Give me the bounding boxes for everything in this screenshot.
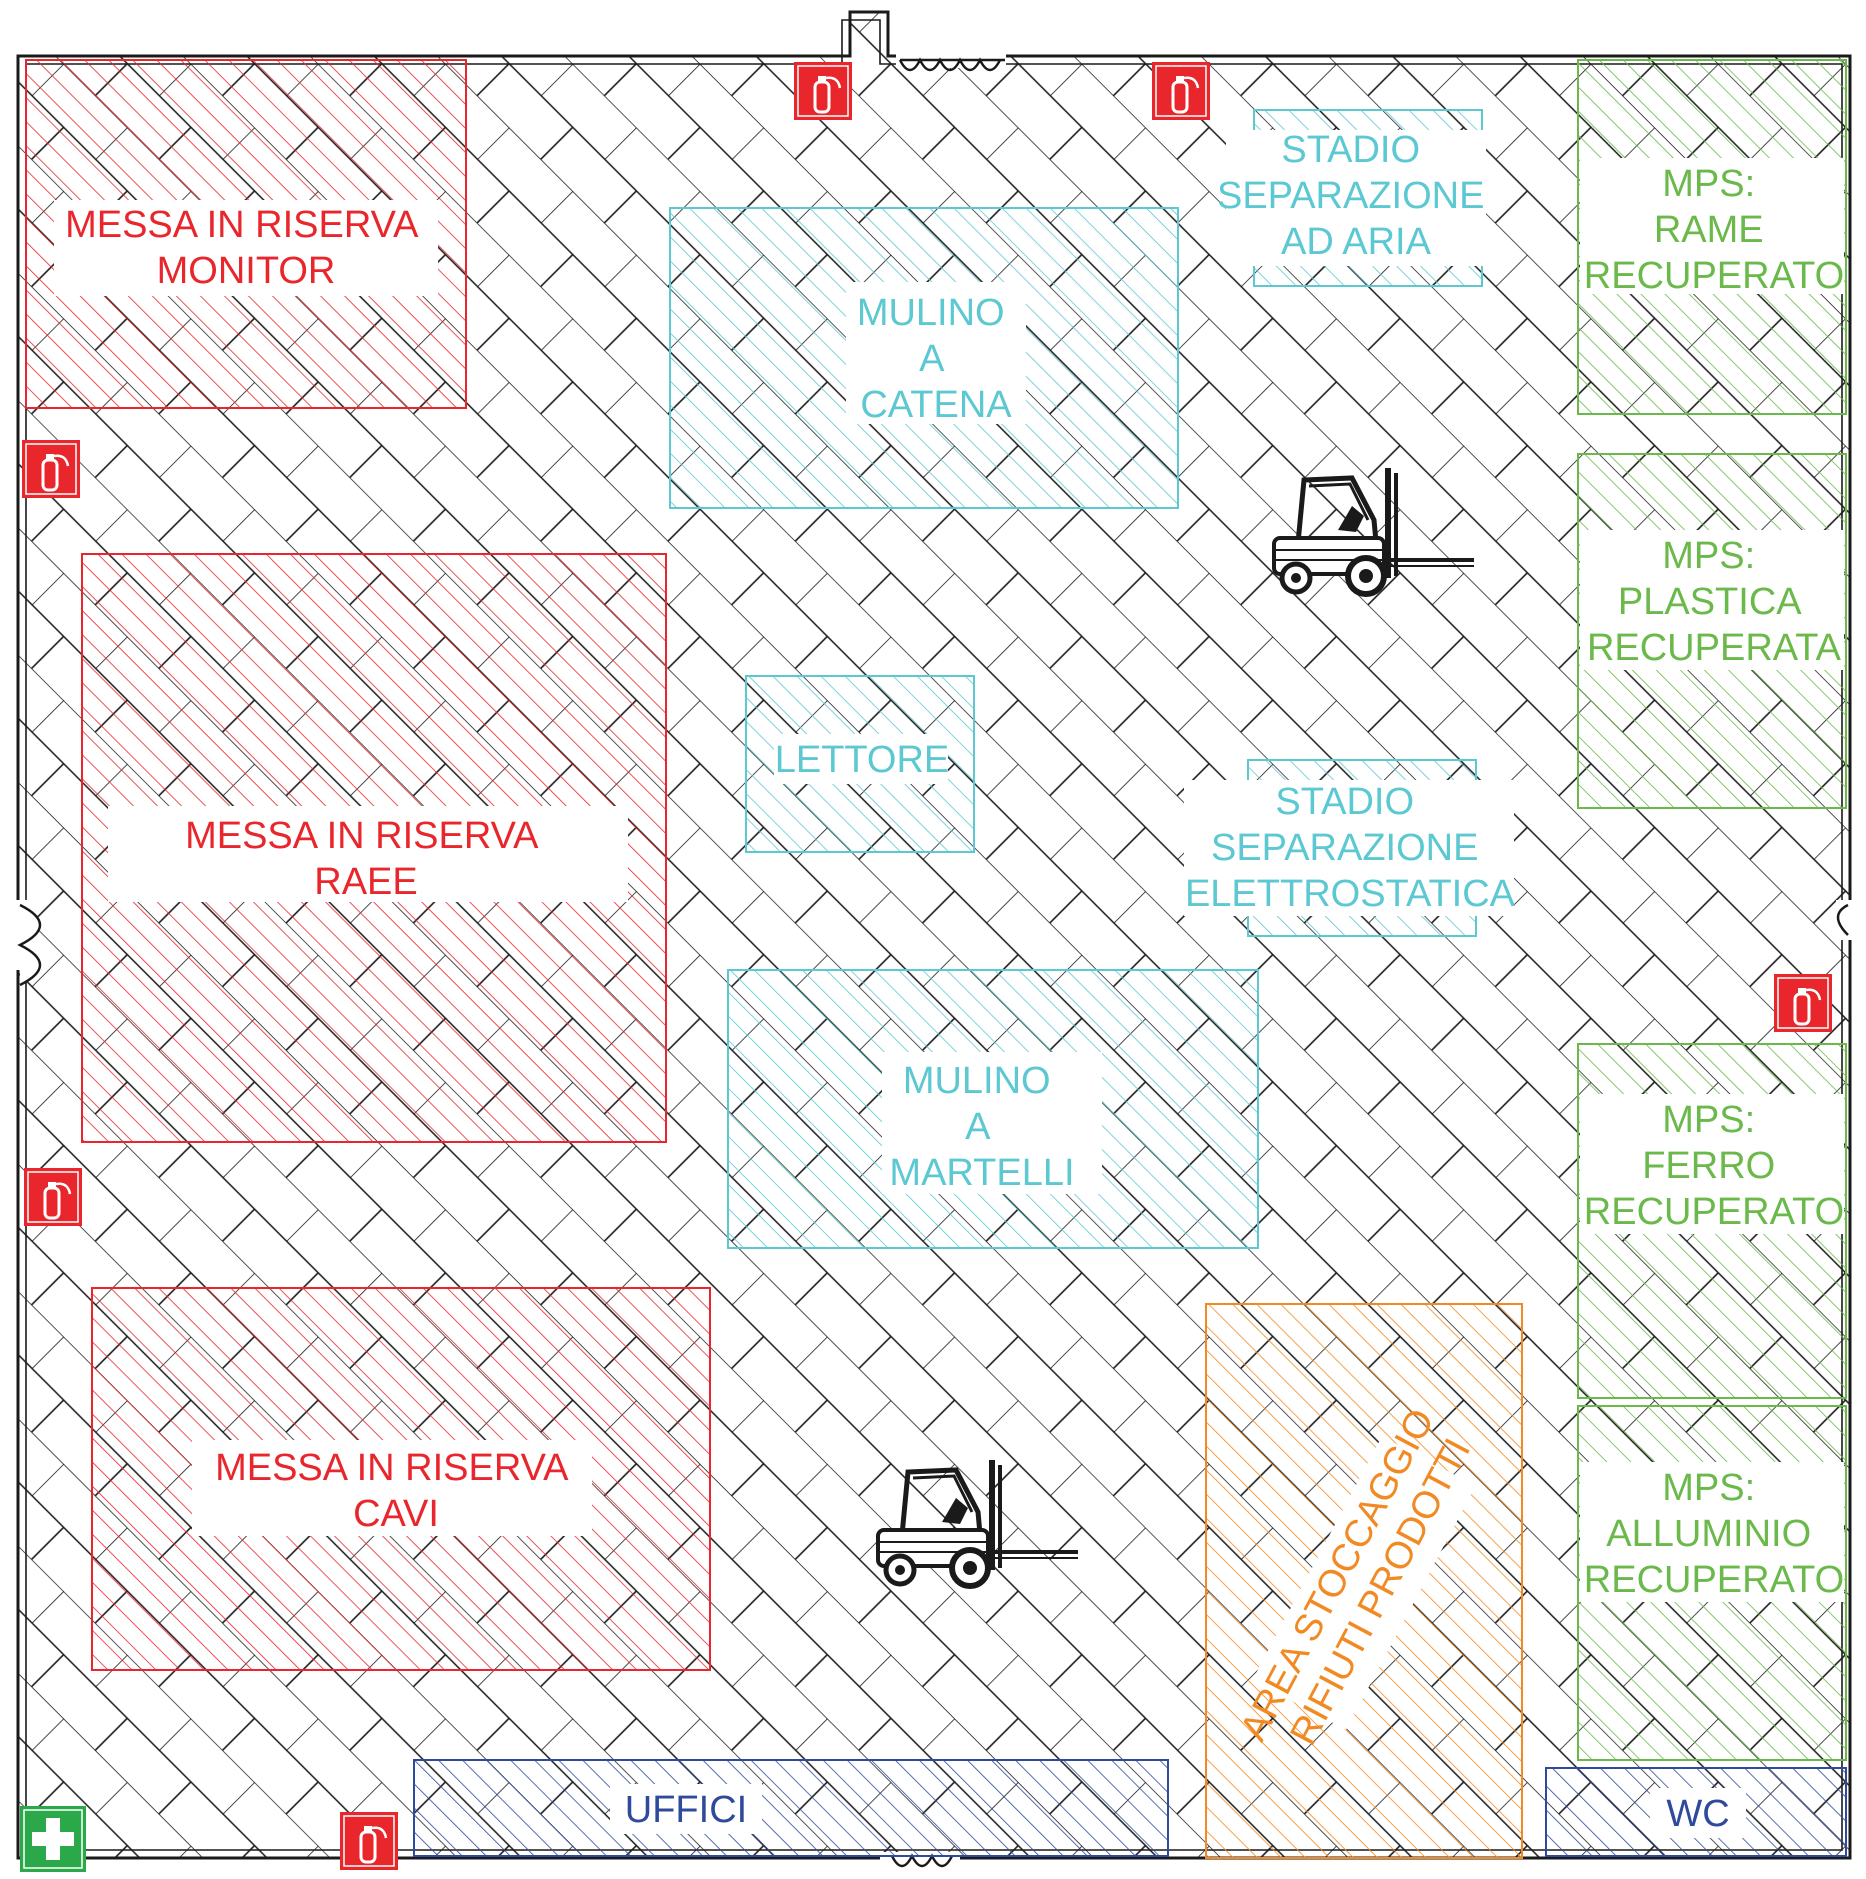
- fire-extinguisher-icon: [1150, 60, 1212, 122]
- zone-area-stoccaggio: AREA STOCCAGGIO RIFIUTI PRODOTTI: [1205, 1303, 1523, 1859]
- door-icon: [10, 50, 1858, 1868]
- zone-mps-rame-line1: MPS:: [1662, 163, 1755, 205]
- fire-extinguisher-icon: [20, 438, 82, 500]
- zone-mulino-martelli-line2: A: [965, 1106, 991, 1148]
- zone-wc-line1: WC: [1666, 1793, 1729, 1835]
- zone-separazione-elettrostatica-line2: SEPARAZIONE: [1211, 827, 1478, 869]
- svg-text:LETTORE: LETTORE: [775, 739, 950, 781]
- svg-text:WC: WC: [1666, 1793, 1729, 1835]
- zone-mulino-catena-line3: CATENA: [860, 384, 1012, 426]
- zone-mps-alluminio-line3: RECUPERATO: [1584, 1559, 1844, 1601]
- zone-separazione-elettrostatica-line3: ELETTROSTATICA: [1185, 873, 1516, 915]
- zone-raee: MESSA IN RISERVA RAEE: [81, 553, 667, 1143]
- zone-separazione-elettrostatica: STADIO SEPARAZIONE ELETTROSTATICA: [1184, 759, 1516, 937]
- zone-mps-plastica: MPS: PLASTICA RECUPERATA: [1577, 453, 1847, 809]
- zone-raee-line1: MESSA IN RISERVA: [185, 815, 539, 857]
- zone-mulino-catena: MULINO A CATENA: [669, 207, 1179, 509]
- svg-text:MPS: RAME RECUPERA: MPS: RAME RECUPERATO: [1584, 163, 1844, 297]
- zone-mps-alluminio-line1: MPS:: [1662, 1467, 1755, 1509]
- zone-monitor: MESSA IN RISERVA MONITOR: [25, 59, 467, 409]
- zone-mps-ferro-line2: FERRO: [1642, 1145, 1775, 1187]
- zone-separazione-aria-line1: STADIO: [1281, 129, 1420, 171]
- zone-mps-alluminio: MPS: ALLUMINIO RECUPERATO: [1577, 1405, 1847, 1761]
- zone-mps-rame: MPS: RAME RECUPERATO: [1577, 59, 1847, 415]
- fire-extinguisher-icon: [1772, 972, 1834, 1034]
- zone-separazione-aria: STADIO SEPARAZIONE AD ARIA: [1217, 109, 1495, 287]
- svg-text:STADIO SEPARAZIONE: STADIO SEPARAZIONE AD ARIA: [1217, 129, 1495, 263]
- zone-mps-ferro-line1: MPS:: [1662, 1099, 1755, 1141]
- zone-mulino-martelli-line3: MARTELLI: [889, 1152, 1074, 1194]
- zone-mps-ferro-line3: RECUPERATO: [1584, 1191, 1844, 1233]
- zone-cavi-line2: CAVI: [353, 1493, 439, 1535]
- zone-mps-plastica-line2: PLASTICA: [1618, 581, 1802, 623]
- zone-raee-line2: RAEE: [314, 861, 417, 903]
- zone-wc: WC: [1545, 1767, 1847, 1857]
- zone-mps-plastica-line1: MPS:: [1662, 535, 1755, 577]
- svg-text:MULINO A CATENA: MULINO A CATENA: [857, 292, 1015, 426]
- zone-mps-ferro: MPS: FERRO RECUPERATO: [1577, 1043, 1847, 1399]
- zone-separazione-aria-line3: AD ARIA: [1281, 221, 1432, 263]
- fire-extinguisher-icon: [792, 60, 854, 122]
- zone-mulino-martelli-line1: MULINO: [903, 1060, 1051, 1102]
- zone-mps-plastica-line3: RECUPERATA: [1587, 627, 1842, 669]
- svg-text:MESSA IN RISERVA CAVI: MESSA IN RISERVA CAVI: [215, 1447, 577, 1535]
- zone-lettore-line1: LETTORE: [775, 739, 950, 781]
- zone-mulino-catena-line1: MULINO: [857, 292, 1005, 334]
- zone-mps-alluminio-line2: ALLUMINIO: [1606, 1513, 1811, 1555]
- svg-text:MESSA IN RISERVA RAEE: MESSA IN RISERVA RAEE: [185, 815, 547, 903]
- zone-cavi-line1: MESSA IN RISERVA: [215, 1447, 569, 1489]
- svg-text:UFFICI: UFFICI: [625, 1789, 747, 1831]
- svg-text:MPS: ALLUMINIO REC: MPS: ALLUMINIO RECUPERATO: [1584, 1467, 1844, 1601]
- zone-cavi: MESSA IN RISERVA CAVI: [91, 1287, 711, 1671]
- zone-mulino-catena-line2: A: [919, 338, 945, 380]
- zone-lettore: LETTORE: [745, 675, 975, 853]
- zone-uffici: UFFICI: [413, 1759, 1169, 1857]
- zone-uffici-line1: UFFICI: [625, 1789, 747, 1831]
- svg-text:STADIO SEPARAZIONE: STADIO SEPARAZIONE ELETTROSTATICA: [1185, 781, 1516, 915]
- svg-text:MPS: FERRO RECUPER: MPS: FERRO RECUPERATO: [1584, 1099, 1844, 1233]
- zone-mps-rame-line3: RECUPERATO: [1584, 255, 1844, 297]
- fire-extinguisher-icon: [338, 1810, 400, 1872]
- zone-monitor-line2: MONITOR: [157, 250, 336, 292]
- zone-mulino-martelli: MULINO A MARTELLI: [727, 969, 1259, 1249]
- fire-extinguisher-icon: [22, 1166, 84, 1228]
- zone-separazione-aria-line2: SEPARAZIONE: [1217, 175, 1484, 217]
- svg-text:MESSA IN RISERVA MONITOR: MESSA IN RISERVA MONITOR: [65, 204, 427, 292]
- svg-text:MPS: PLASTICA RECU: MPS: PLASTICA RECUPERATA: [1587, 535, 1842, 669]
- zone-mps-rame-line2: RAME: [1654, 209, 1764, 251]
- zone-separazione-elettrostatica-line1: STADIO: [1275, 781, 1414, 823]
- first-aid-icon: [20, 1806, 86, 1872]
- zone-monitor-line1: MESSA IN RISERVA: [65, 204, 419, 246]
- svg-text:MULINO A MARTELLI: MULINO A MARTELLI: [889, 1060, 1074, 1194]
